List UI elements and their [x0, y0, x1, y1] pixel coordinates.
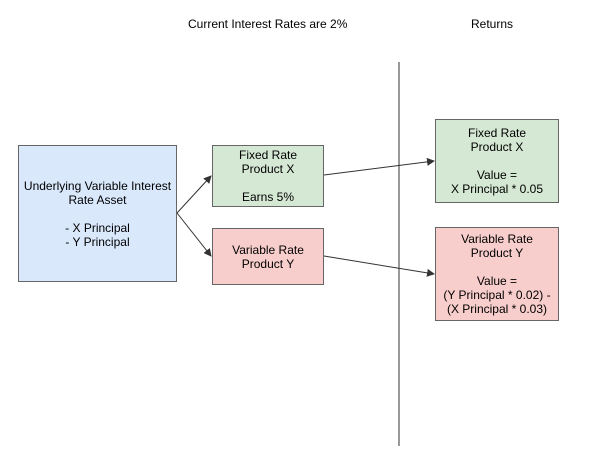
returns-header: Returns	[471, 17, 514, 31]
variable-return-formula-line1: (Y Principal * 0.02) -	[443, 288, 551, 302]
variable-return-value-label: Value =	[476, 274, 518, 288]
underlying-item-x-principal: - X Principal	[65, 220, 130, 235]
underlying-asset-box: Underlying Variable Interest Rate Asset …	[18, 145, 177, 282]
arrow-fixed-to-return	[323, 157, 435, 176]
variable-product-line2: Product Y	[241, 256, 295, 271]
variable-rate-product-box: Variable Rate Product Y	[212, 228, 324, 285]
fixed-return-line1: Fixed Rate	[467, 126, 527, 140]
underlying-title-line1: Underlying Variable Interest	[23, 178, 172, 193]
variable-product-line1: Variable Rate	[232, 242, 304, 257]
variable-return-line2: Product Y	[470, 246, 524, 260]
arrow-asset-to-variable	[176, 212, 212, 257]
current-rates-header: Current Interest Rates are 2%	[188, 17, 348, 31]
fixed-rate-return-box: Fixed Rate Product X Value = X Principal…	[435, 119, 559, 203]
arrow-asset-to-fixed	[176, 175, 212, 214]
underlying-item-y-principal: - Y Principal	[65, 234, 130, 249]
variable-rate-return-box: Variable Rate Product Y Value = (Y Princ…	[435, 227, 559, 321]
fixed-return-line2: Product X	[470, 140, 524, 154]
fixed-product-line1: Fixed Rate	[238, 148, 298, 162]
fixed-rate-product-box: Fixed Rate Product X Earns 5%	[212, 145, 324, 207]
arrow-variable-to-return	[323, 255, 435, 277]
fixed-product-earns: Earns 5%	[241, 190, 295, 204]
variable-return-line1: Variable Rate	[461, 232, 533, 246]
fixed-return-formula: X Principal * 0.05	[450, 182, 544, 196]
fixed-product-line2: Product X	[241, 162, 295, 176]
variable-return-formula-line2: (X Principal * 0.03)	[446, 302, 548, 316]
underlying-title-line2: Rate Asset	[68, 192, 127, 207]
fixed-return-value-label: Value =	[476, 168, 518, 182]
